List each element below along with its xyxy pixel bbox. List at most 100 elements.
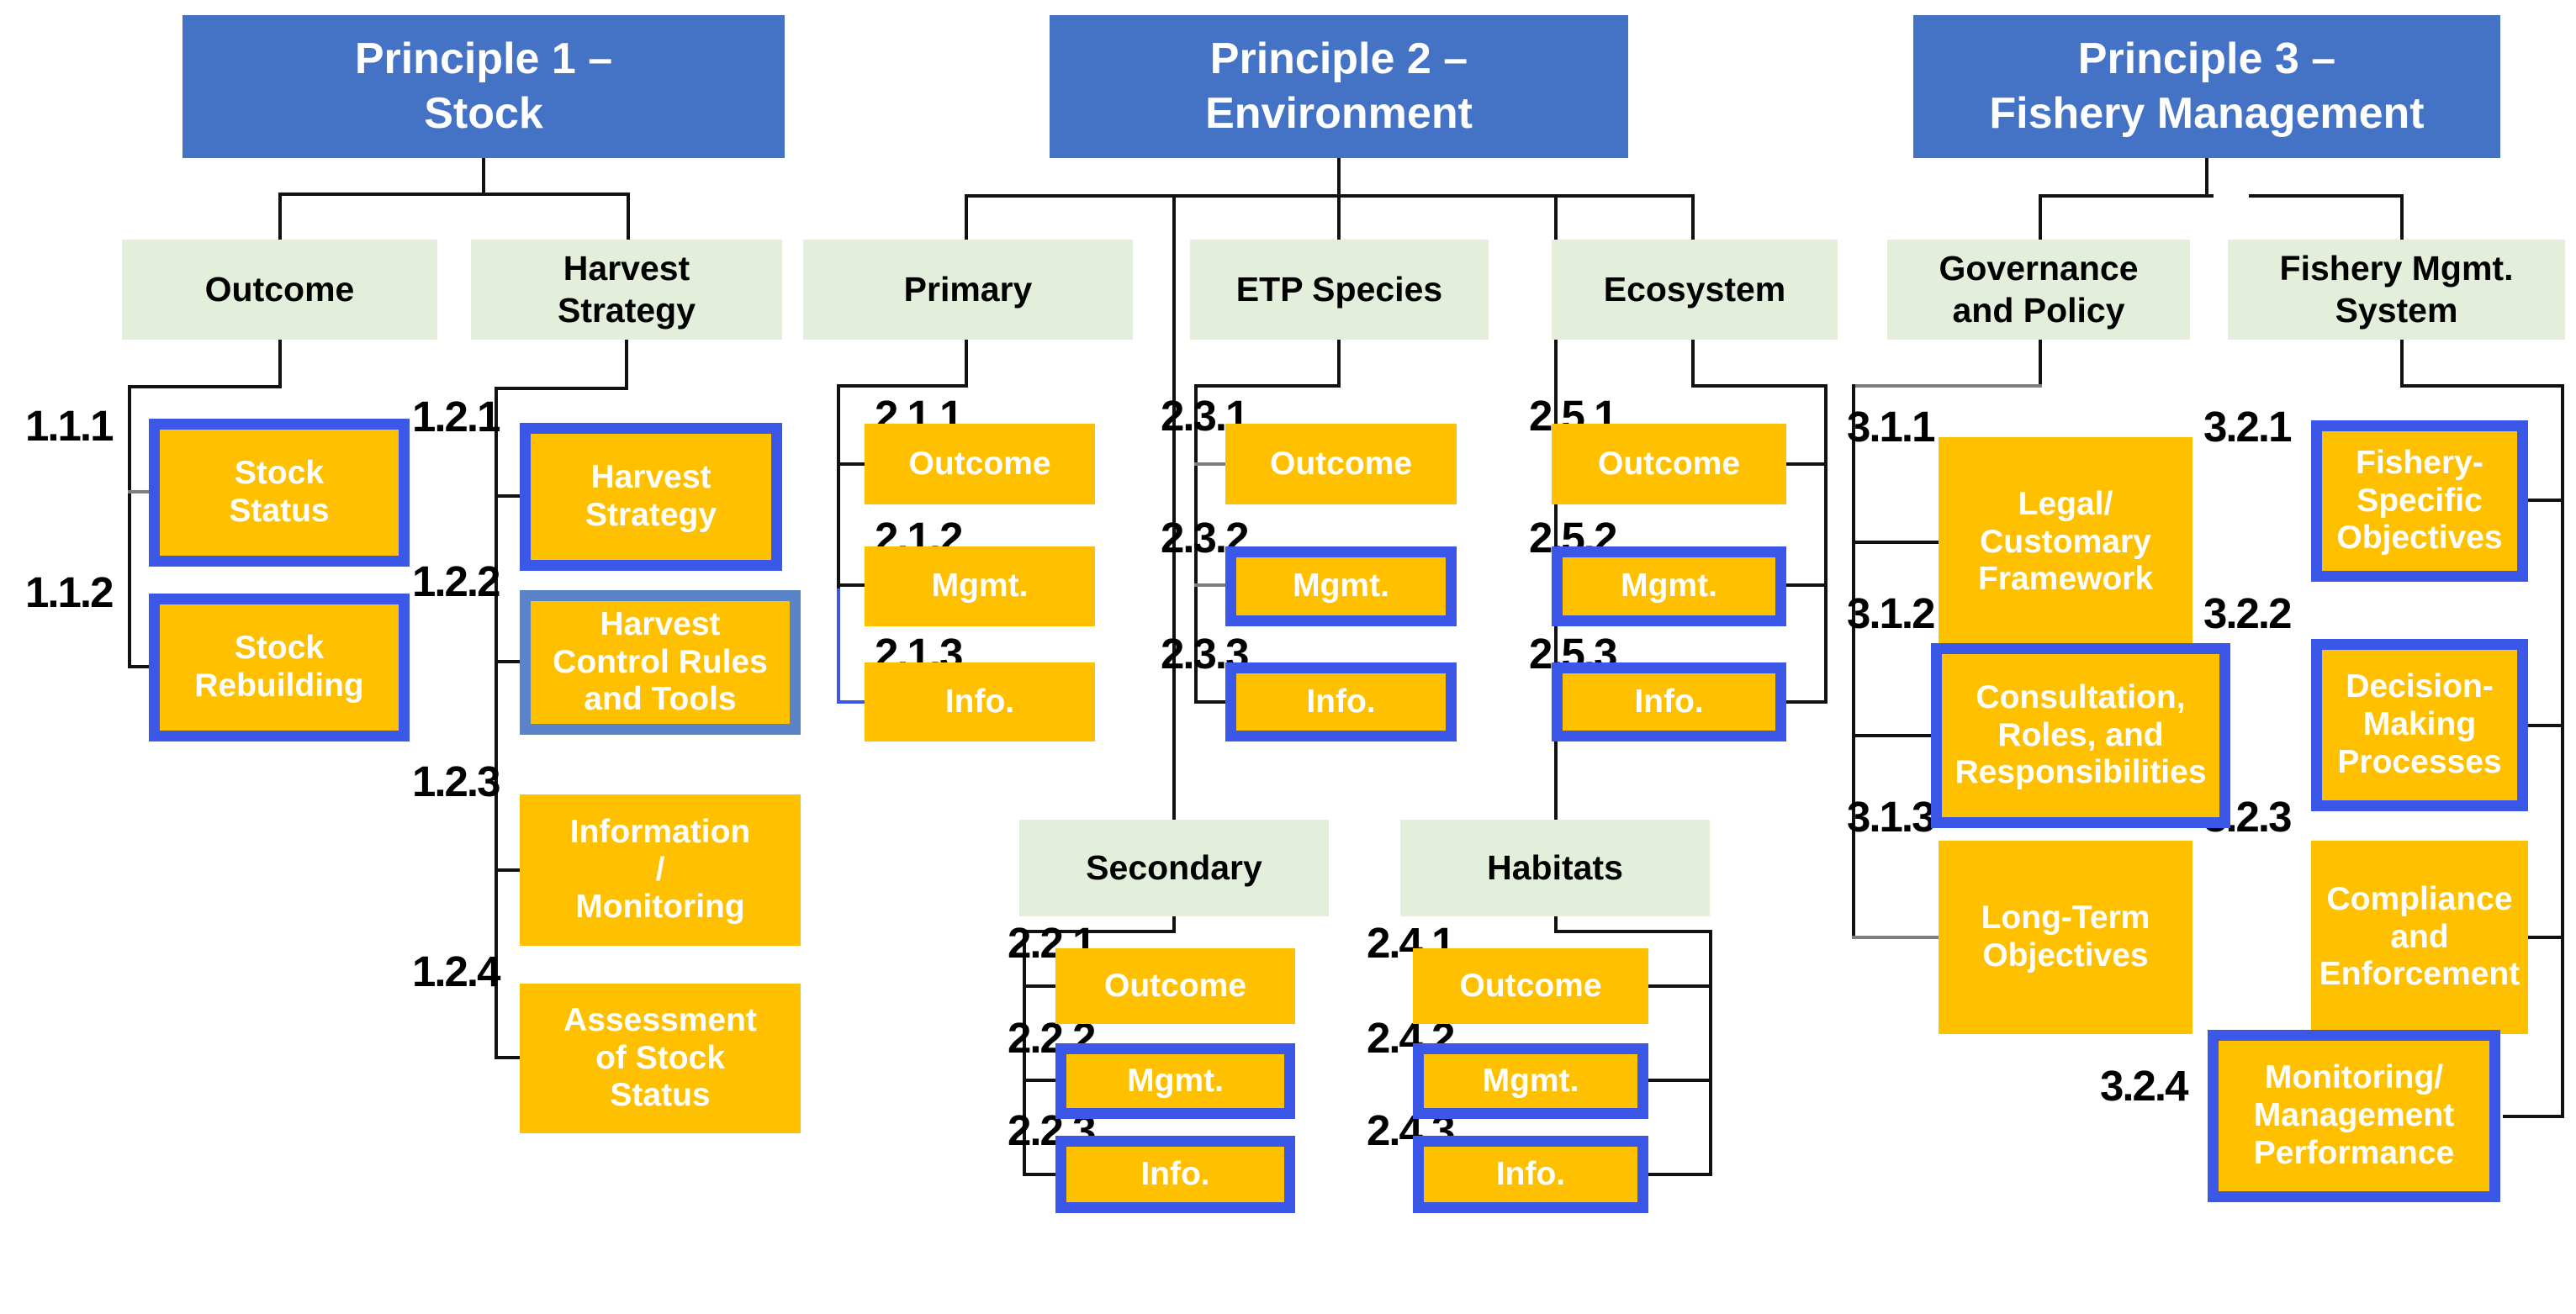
connector-segment bbox=[2400, 384, 2564, 388]
connector-segment bbox=[1554, 194, 1558, 821]
connector-segment bbox=[278, 193, 282, 241]
connector-segment bbox=[965, 194, 968, 241]
connector-segment bbox=[495, 494, 523, 498]
indicator-1.1.2-box: Stock Rebuilding bbox=[149, 594, 410, 741]
connector-segment bbox=[1172, 916, 1176, 931]
indicator-3.1.1-box: Legal/ Customary Framework bbox=[1939, 437, 2193, 647]
indicator-2.4.1-box: Outcome bbox=[1413, 948, 1648, 1024]
component-habitats: Habitats bbox=[1400, 820, 1710, 916]
connector-segment bbox=[1709, 930, 1712, 1176]
indicator-2.1.2-box: Mgmt. bbox=[865, 546, 1095, 626]
indicator-3.2.2-number: 3.2.2 bbox=[2203, 589, 2292, 637]
connector-segment bbox=[1337, 157, 1341, 196]
connector-segment bbox=[495, 387, 498, 1059]
indicator-2.2.1-box: Outcome bbox=[1055, 948, 1295, 1024]
component-etp-species: ETP Species bbox=[1190, 240, 1489, 340]
connector-segment bbox=[1786, 700, 1828, 704]
connector-segment bbox=[278, 193, 630, 196]
indicator-2.3.2-box: Mgmt. bbox=[1225, 546, 1457, 626]
indicator-1.2.4-number: 1.2.4 bbox=[412, 947, 500, 995]
indicator-2.2.2-box: Mgmt. bbox=[1055, 1043, 1295, 1119]
connector-segment bbox=[837, 700, 868, 704]
indicator-3.2.4-box: Monitoring/ Management Performance bbox=[2208, 1030, 2500, 1202]
connector-segment bbox=[2249, 194, 2404, 198]
connector-segment bbox=[1648, 1079, 1712, 1082]
connector-segment bbox=[2205, 157, 2208, 198]
connector-segment bbox=[965, 340, 968, 386]
indicator-3.2.2-box: Decision- Making Processes bbox=[2311, 639, 2528, 811]
indicator-2.2.3-box: Info. bbox=[1055, 1136, 1295, 1213]
indicator-2.3.1-box: Outcome bbox=[1225, 424, 1457, 504]
connector-segment bbox=[1691, 384, 1828, 388]
connector-segment bbox=[1337, 194, 1341, 241]
indicator-1.2.3-number: 1.2.3 bbox=[412, 757, 500, 805]
connector-segment bbox=[482, 157, 485, 196]
connector-segment bbox=[2400, 194, 2404, 241]
connector-segment bbox=[625, 340, 628, 388]
indicator-1.2.1-number: 1.2.1 bbox=[412, 393, 500, 441]
connector-segment bbox=[1194, 384, 1198, 704]
connector-segment bbox=[495, 868, 523, 872]
component-fishery-mgmt-system: Fishery Mgmt. System bbox=[2228, 240, 2565, 340]
connector-segment bbox=[1852, 384, 2042, 388]
component-ecosystem: Ecosystem bbox=[1552, 240, 1838, 340]
connector-segment bbox=[1194, 583, 1229, 587]
indicator-2.3.3-box: Info. bbox=[1225, 662, 1457, 741]
connector-segment bbox=[1023, 930, 1026, 1176]
connector-segment bbox=[1691, 194, 1695, 241]
indicator-2.5.3-box: Info. bbox=[1552, 662, 1786, 741]
component-outcome: Outcome bbox=[122, 240, 437, 340]
indicator-3.2.3-box: Compliance and Enforcement bbox=[2311, 841, 2528, 1034]
connector-segment bbox=[278, 340, 282, 387]
connector-segment bbox=[495, 1056, 523, 1059]
connector-segment bbox=[128, 490, 153, 493]
connector-segment bbox=[495, 387, 628, 390]
connector-segment bbox=[837, 583, 868, 587]
connector-segment bbox=[1852, 936, 1942, 939]
indicator-3.2.1-number: 3.2.1 bbox=[2203, 403, 2292, 451]
indicator-1.2.3-box: Information / Monitoring bbox=[520, 794, 801, 946]
connector-segment bbox=[2039, 340, 2042, 386]
connector-segment bbox=[837, 462, 868, 466]
connector-segment bbox=[965, 194, 1695, 198]
connector-segment bbox=[128, 385, 131, 668]
indicator-1.1.2-number: 1.1.2 bbox=[25, 568, 114, 616]
indicator-1.1.1-number: 1.1.1 bbox=[25, 402, 114, 450]
indicator-1.1.1-box: Stock Status bbox=[149, 419, 410, 567]
connector-segment bbox=[2503, 1115, 2564, 1118]
connector-segment bbox=[128, 385, 282, 388]
component-secondary: Secondary bbox=[1019, 820, 1329, 916]
component-primary: Primary bbox=[803, 240, 1133, 340]
connector-segment bbox=[2526, 724, 2564, 727]
connector-segment bbox=[1786, 583, 1828, 587]
indicator-1.2.4-box: Assessment of Stock Status bbox=[520, 984, 801, 1133]
indicator-2.4.3-box: Info. bbox=[1413, 1136, 1648, 1213]
indicator-2.1.3-box: Info. bbox=[865, 662, 1095, 741]
connector-segment bbox=[1172, 194, 1176, 821]
connector-segment bbox=[1852, 734, 1934, 737]
connector-segment bbox=[1648, 1173, 1712, 1176]
connector-segment bbox=[1691, 340, 1695, 386]
indicator-2.5.2-box: Mgmt. bbox=[1552, 546, 1786, 626]
connector-segment bbox=[1648, 984, 1712, 988]
connector-segment bbox=[1554, 916, 1558, 931]
connector-segment bbox=[1852, 384, 1855, 939]
principle-3-header: Principle 3 – Fishery Management bbox=[1913, 15, 2500, 158]
connector-segment bbox=[1023, 1173, 1059, 1176]
indicator-2.4.2-box: Mgmt. bbox=[1413, 1043, 1648, 1119]
connector-segment bbox=[1194, 700, 1229, 704]
connector-segment bbox=[2400, 340, 2404, 386]
connector-segment bbox=[2039, 194, 2214, 198]
connector-segment bbox=[1852, 541, 1942, 544]
connector-segment bbox=[495, 660, 523, 663]
connector-segment bbox=[1337, 340, 1341, 386]
indicator-3.2.4-number: 3.2.4 bbox=[2100, 1062, 2188, 1110]
connector-segment bbox=[2039, 194, 2042, 241]
connector-segment bbox=[1023, 930, 1176, 933]
connector-segment bbox=[128, 665, 153, 668]
principle-2-header: Principle 2 – Environment bbox=[1050, 15, 1628, 158]
connector-segment bbox=[627, 193, 630, 241]
component-harvest-strategy: Harvest Strategy bbox=[471, 240, 782, 340]
indicator-3.1.2-box: Consultation, Roles, and Responsibilitie… bbox=[1931, 643, 2230, 828]
